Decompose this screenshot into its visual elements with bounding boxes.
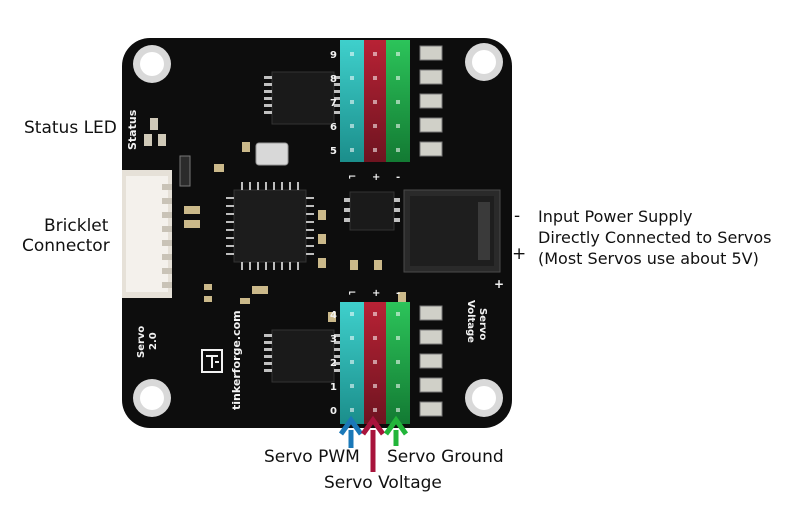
power-minus-label: - <box>514 206 521 226</box>
pin-symbol-signal-top: ⌐ <box>348 172 356 183</box>
crystal <box>255 142 289 166</box>
port-label-0: 0 <box>330 406 337 417</box>
driver-chip-bottom <box>264 329 342 383</box>
servo-voltage-silk-1: Servo <box>477 308 488 340</box>
tinkerforge-logo <box>201 349 223 373</box>
bricklet-connector-label-1: Bricklet <box>44 216 109 236</box>
servo-version-silk-1: Servo <box>136 326 147 358</box>
port-label-8: 8 <box>330 74 337 85</box>
pin-symbol-signal-bottom: ⌐ <box>348 288 356 299</box>
power-connector <box>403 189 501 273</box>
servo-voltage-silk-2: Voltage <box>465 300 476 343</box>
port-label-1: 1 <box>330 382 337 393</box>
power-supply-label-1: Input Power Supply <box>538 207 693 226</box>
servo-voltage-plus-silk: + <box>494 277 504 291</box>
ground-arrow <box>383 415 409 446</box>
power-chip <box>344 191 400 231</box>
brand-silk: tinkerforge.com <box>230 310 243 410</box>
pin-symbol-plus-top: + <box>372 172 380 183</box>
port-label-2: 2 <box>330 358 337 369</box>
pwm-arrow <box>338 415 364 448</box>
power-supply-label-3: (Most Servos use about 5V) <box>538 249 759 268</box>
bricklet-connector-label-2: Connector <box>22 236 110 256</box>
port-label-5: 5 <box>330 146 337 157</box>
servo-header-top <box>340 40 410 162</box>
voltage-arrow <box>360 415 386 472</box>
servo-header-bottom <box>340 302 410 424</box>
mcu-chip <box>226 182 314 270</box>
pin-symbol-minus-top: - <box>396 172 400 183</box>
port-label-3: 3 <box>330 334 337 345</box>
port-label-4: 4 <box>330 310 337 321</box>
port-label-7: 7 <box>330 98 337 109</box>
mounting-holes <box>133 43 503 417</box>
pin-symbol-minus-bottom: - <box>396 288 400 299</box>
servo-voltage-label: Servo Voltage <box>324 473 442 493</box>
status-silk: Status <box>126 109 139 150</box>
capacitor-array <box>419 45 443 417</box>
port-label-9: 9 <box>330 50 337 61</box>
power-supply-label-2: Directly Connected to Servos <box>538 228 772 247</box>
pcb <box>122 38 512 428</box>
power-plus-label: + <box>512 244 527 264</box>
bricklet-connector <box>122 170 172 298</box>
status-led-label: Status LED <box>24 118 117 138</box>
smd-components <box>179 142 406 322</box>
status-led <box>144 118 166 146</box>
port-label-6: 6 <box>330 122 337 133</box>
servo-ground-label: Servo Ground <box>387 447 504 467</box>
servo-brick-board: Status <box>122 38 512 428</box>
silkscreen-text: 9 8 7 6 5 4 3 2 1 0 ⌐ + - ⌐ + - <box>330 50 400 417</box>
driver-chip-top <box>264 71 342 125</box>
servo-version-silk-2: 2.0 <box>148 332 159 350</box>
servo-pwm-label: Servo PWM <box>264 447 360 467</box>
pin-symbol-plus-bottom: + <box>372 288 380 299</box>
